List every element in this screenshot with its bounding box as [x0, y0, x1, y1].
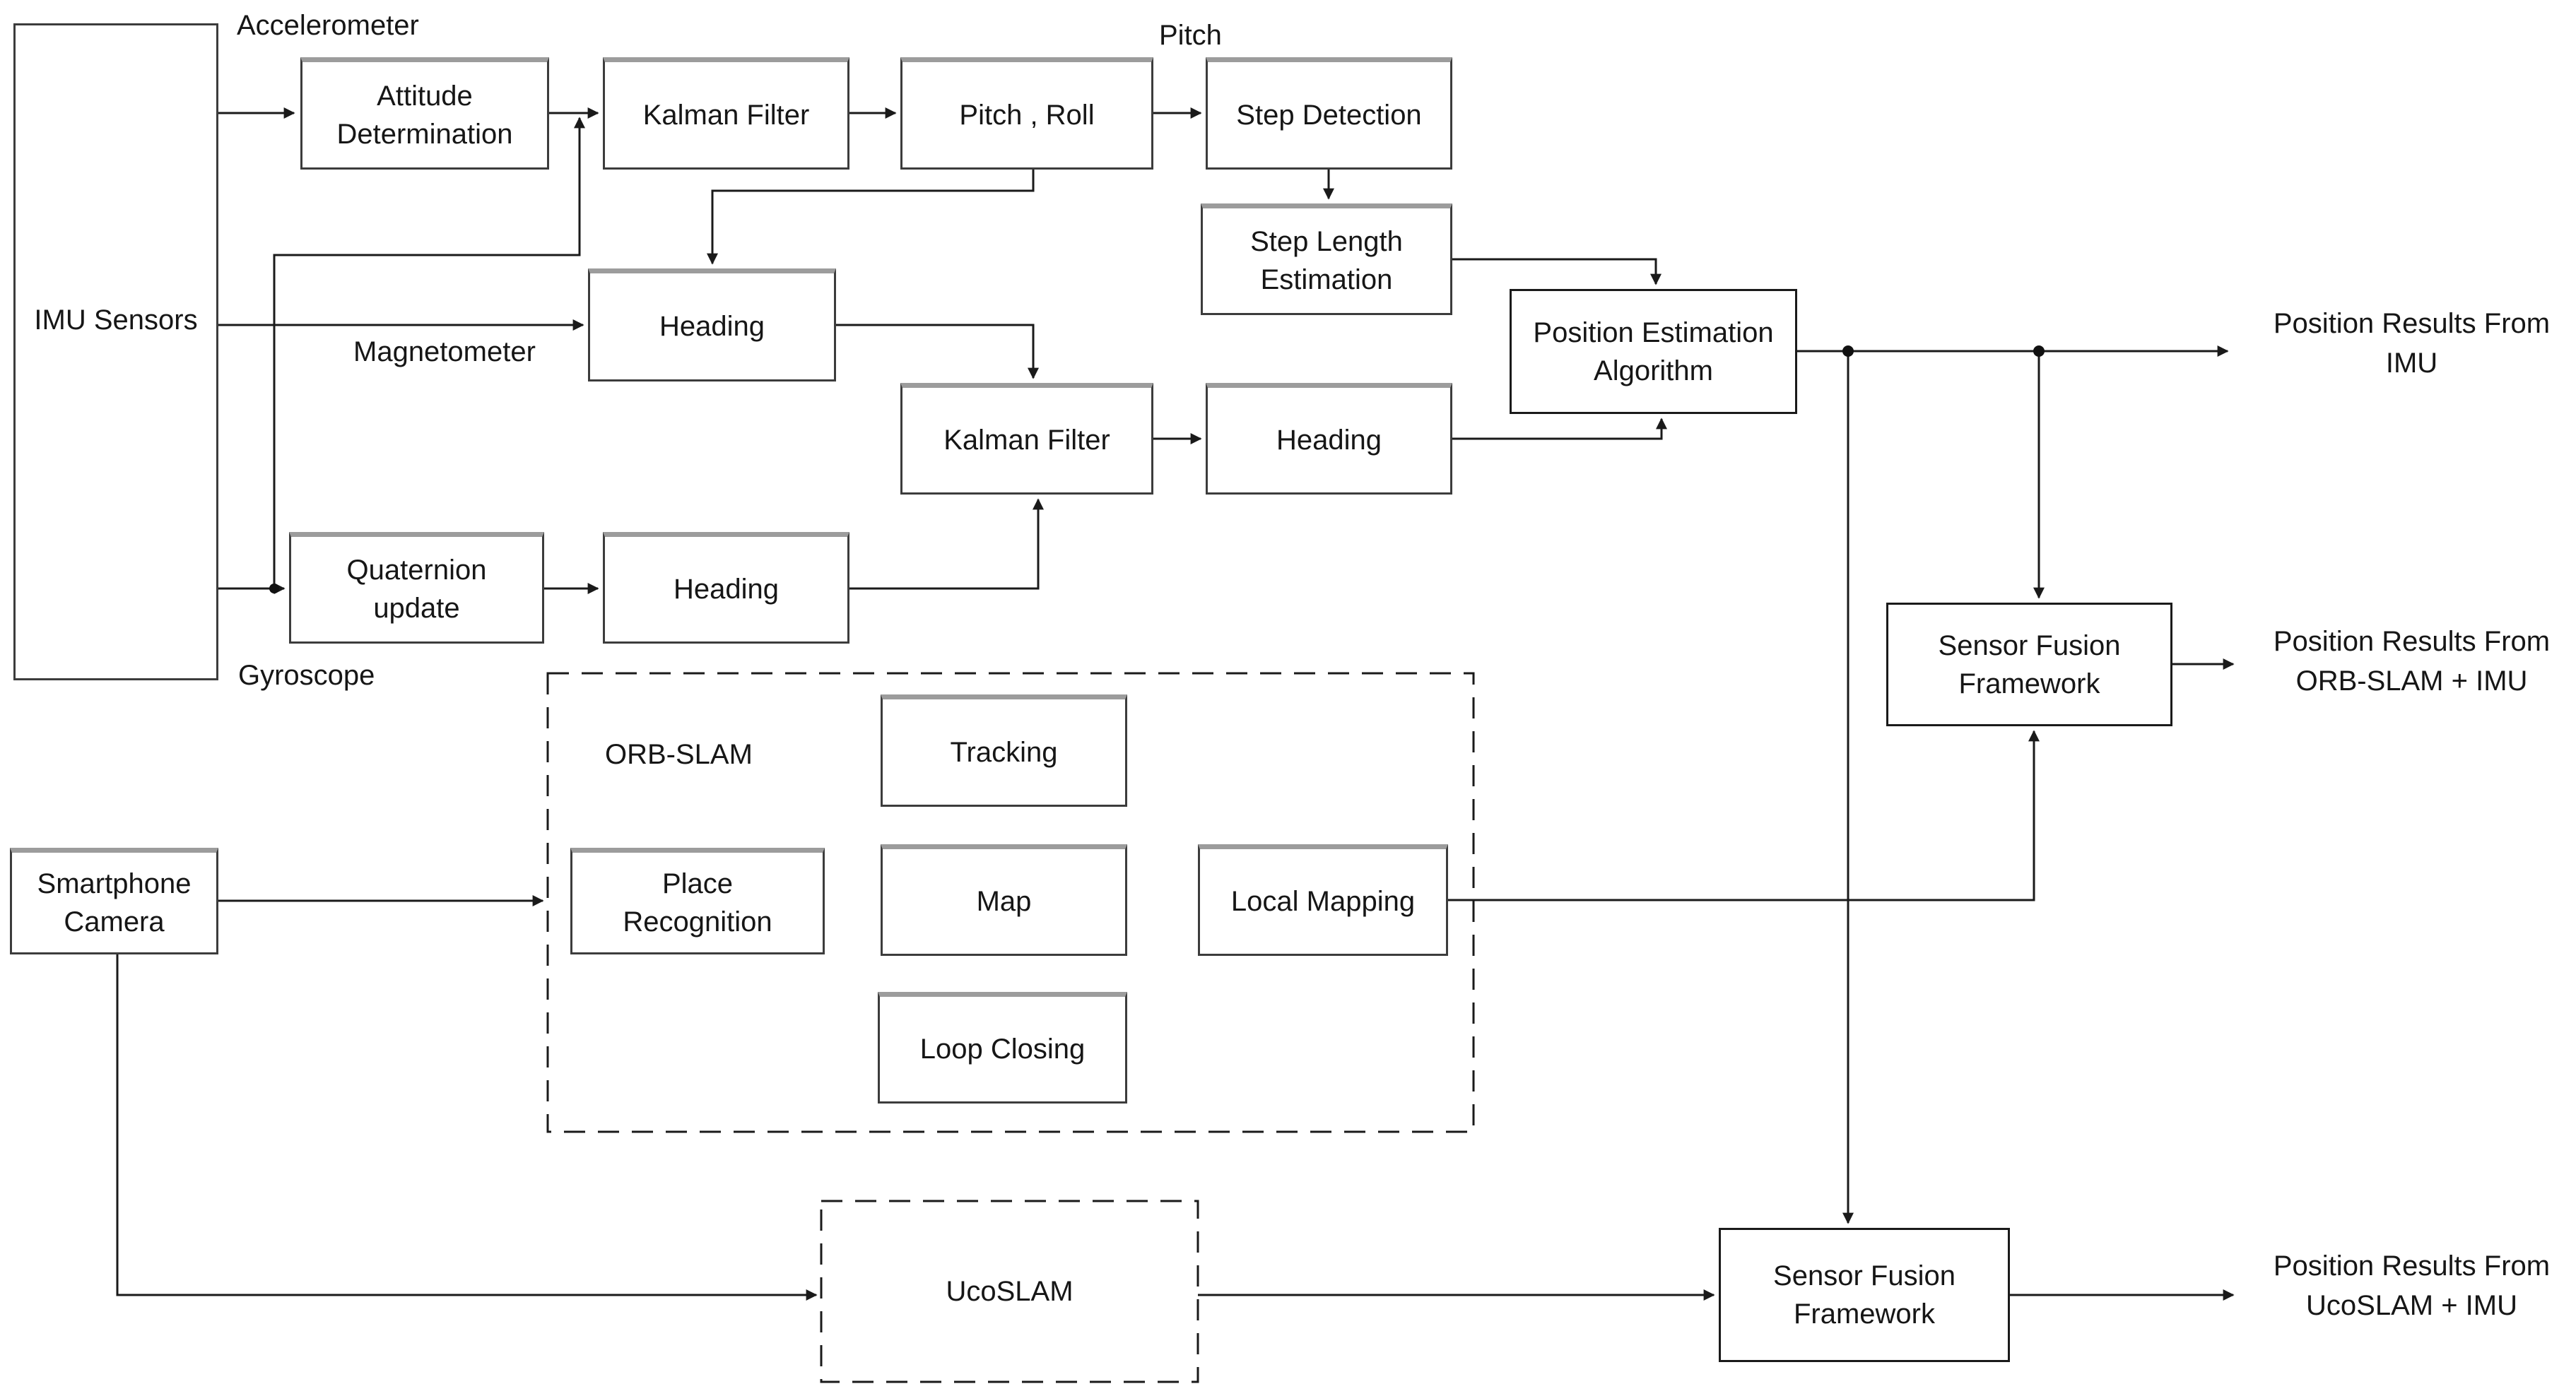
node-attitude-determination-label: Attitude Determination — [336, 80, 513, 150]
orbslam-dashed-box — [546, 672, 1475, 1133]
node-attitude-determination: Attitude Determination — [300, 57, 549, 170]
node-step-detection-label: Step Detection — [1236, 99, 1422, 131]
node-heading-fused: Heading — [1206, 383, 1452, 495]
node-local-mapping-label: Local Mapping — [1230, 886, 1416, 917]
junction-dot — [269, 584, 279, 593]
node-sensor-fusion-framework-uco: Sensor Fusion Framework — [1719, 1228, 2010, 1362]
node-local-mapping: Local Mapping — [1198, 844, 1448, 956]
node-smartphone-camera-label: Smartphone Camera — [37, 868, 192, 937]
node-loop-closing-label: Loop Closing — [919, 1034, 1086, 1065]
node-position-estimation-algorithm-label: Position Estimation Algorithm — [1533, 317, 1774, 386]
junction-dot — [2033, 345, 2045, 357]
node-step-detection: Step Detection — [1206, 57, 1452, 170]
node-position-estimation-algorithm: Position Estimation Algorithm — [1510, 289, 1797, 414]
node-kalman-filter-1: Kalman Filter — [603, 57, 849, 170]
node-place-recognition: Place Recognition — [570, 848, 825, 954]
label-pitch: Pitch — [1159, 20, 1222, 51]
node-loop-closing: Loop Closing — [878, 992, 1127, 1104]
node-smartphone-camera: Smartphone Camera — [10, 848, 218, 954]
label-position-results-imu: Position Results From IMU — [2273, 308, 2551, 379]
node-pitch-roll-label: Pitch , Roll — [959, 99, 1095, 131]
node-tracking: Tracking — [881, 694, 1127, 807]
node-heading-gyro-label: Heading — [673, 574, 779, 605]
node-sensor-fusion-framework-orb: Sensor Fusion Framework — [1886, 603, 2172, 726]
junction-dot — [1842, 345, 1854, 357]
node-kalman-filter-1-label: Kalman Filter — [642, 99, 810, 131]
node-place-recognition-label: Place Recognition — [623, 868, 772, 937]
label-magnetometer: Magnetometer — [353, 336, 536, 367]
label-accelerometer: Accelerometer — [237, 10, 419, 41]
edge-headinggyro-kalman2 — [849, 498, 1044, 590]
edge-headingmag-kalman2 — [836, 324, 1039, 379]
node-tracking-label: Tracking — [950, 736, 1058, 768]
node-quaternion-update: Quaternion update — [289, 532, 544, 644]
node-heading-magnetometer-label: Heading — [659, 311, 765, 342]
edge-steplength-positionestimation — [1452, 258, 1662, 285]
edge-pitchroll-headingmag — [707, 170, 1035, 265]
label-position-results-uco: Position Results From UcoSLAM + IMU — [2273, 1250, 2551, 1321]
ucoslam-dashed-box — [820, 1200, 1199, 1383]
node-heading-magnetometer: Heading — [588, 268, 836, 381]
edge-gyro-kalman1-junction — [273, 117, 585, 588]
node-kalman-filter-2-label: Kalman Filter — [943, 425, 1110, 456]
label-ucoslam: UcoSLAM — [946, 1276, 1074, 1307]
node-sensor-fusion-framework-uco-label: Sensor Fusion Framework — [1773, 1260, 1955, 1330]
node-map: Map — [881, 844, 1127, 956]
edge-headingfused-positionestimation — [1452, 418, 1667, 440]
node-heading-fused-label: Heading — [1276, 425, 1382, 456]
edge-camera-ucoslam — [116, 954, 818, 1301]
label-orb-slam: ORB-SLAM — [605, 739, 753, 770]
node-pitch-roll: Pitch , Roll — [900, 57, 1153, 170]
label-gyroscope: Gyroscope — [238, 660, 375, 691]
node-step-length-estimation-label: Step Length Estimation — [1250, 226, 1403, 295]
node-map-label: Map — [976, 886, 1032, 917]
node-sensor-fusion-framework-orb-label: Sensor Fusion Framework — [1938, 629, 2121, 699]
node-imu-sensors-label: IMU Sensors — [34, 304, 198, 336]
node-step-length-estimation: Step Length Estimation — [1201, 203, 1452, 315]
edge-orbslam-sfforb — [1448, 730, 2040, 901]
label-position-results-orb: Position Results From ORB-SLAM + IMU — [2273, 626, 2551, 697]
node-quaternion-update-label: Quaternion update — [346, 555, 487, 624]
node-imu-sensors: IMU Sensors — [13, 23, 218, 680]
node-kalman-filter-2: Kalman Filter — [900, 383, 1153, 495]
node-heading-gyro: Heading — [603, 532, 849, 644]
